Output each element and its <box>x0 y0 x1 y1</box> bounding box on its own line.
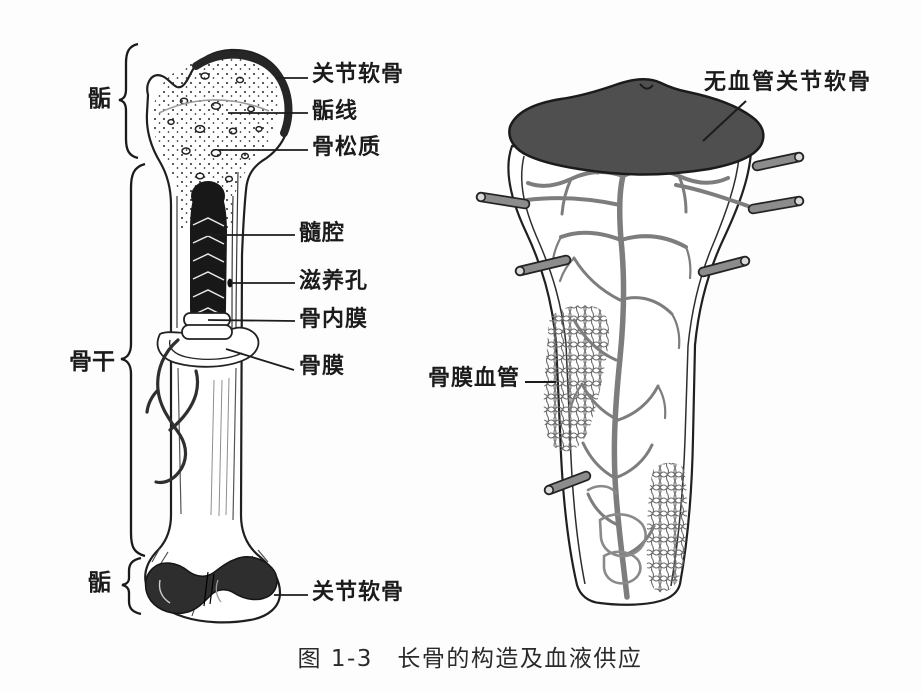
label-epiphysis-bottom: 骺 <box>88 570 111 596</box>
label-spongy-bone: 骨松质 <box>312 135 382 160</box>
figure-caption: 图 1-3 长骨的构造及血液供应 <box>297 646 643 672</box>
trabecular-holes <box>167 72 263 183</box>
long-bone-illustration <box>118 42 308 624</box>
nutrient-foramen-art <box>227 278 233 288</box>
medullary-cavity-art <box>190 181 227 332</box>
diaphysis-brace <box>120 162 146 558</box>
label-epiphyseal-line: 骺线 <box>312 99 359 124</box>
label-avascular-articular-cartilage: 无血管关节软骨 <box>704 70 873 95</box>
endosteum-rings-art <box>181 312 233 340</box>
right-leader-lines <box>525 100 747 383</box>
shaft-vessel-art <box>145 338 200 485</box>
epiphyseal-line-art <box>158 99 270 114</box>
leader-periosteum <box>225 348 295 371</box>
label-articular-cartilage-bottom: 关节软骨 <box>312 580 405 605</box>
label-medullary-cavity: 髓腔 <box>299 221 346 246</box>
avascular-cartilage-cap-art <box>508 78 765 176</box>
label-articular-cartilage-top: 关节软骨 <box>312 62 405 87</box>
leader-endosteum <box>207 319 296 322</box>
leader-avascular-cartilage <box>702 100 747 142</box>
entering-vessels <box>475 151 805 496</box>
epiphysis-bottom-brace <box>121 556 142 616</box>
region-braces <box>118 42 146 616</box>
label-epiphysis-top: 骺 <box>88 86 111 112</box>
shaft-striations <box>210 377 230 517</box>
label-endosteum: 骨内膜 <box>299 307 369 332</box>
label-periosteal-vessels: 骨膜血管 <box>428 366 521 391</box>
blood-supply-illustration <box>475 78 805 606</box>
cortex-inner-lines <box>176 171 239 521</box>
periosteal-vessel-mesh-left <box>543 305 610 452</box>
cap-notch-line <box>639 83 654 90</box>
articular-cartilage-bottom-art <box>144 556 278 615</box>
periosteal-vessel-mesh-right <box>646 462 688 593</box>
epiphysis-top-brace <box>118 42 139 160</box>
label-nutrient-foramen: 滋养孔 <box>299 269 369 294</box>
label-periosteum: 骨膜 <box>299 354 346 379</box>
label-diaphysis: 骨干 <box>69 349 115 375</box>
left-leader-lines <box>206 77 308 596</box>
